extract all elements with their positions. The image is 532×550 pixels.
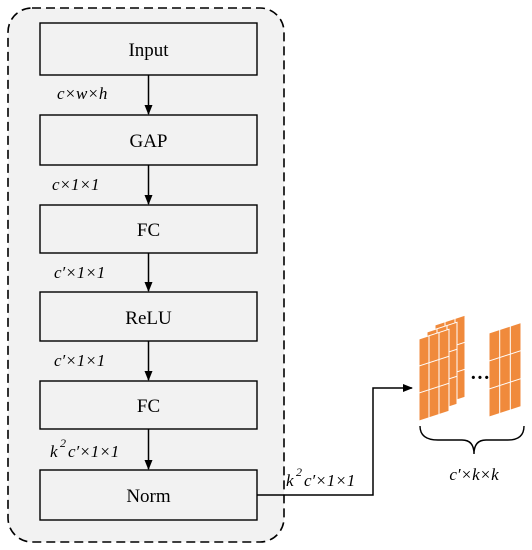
kernel-stack-left <box>418 314 466 422</box>
fc2-block-label: FC <box>137 396 160 417</box>
label-fc1-relu: c′×1×1 <box>54 263 105 282</box>
label-fc2-norm-rest: c′×1×1 <box>68 442 119 461</box>
label-norm-output-k: k <box>286 471 294 490</box>
label-norm-output-rest: c′×1×1 <box>304 471 355 490</box>
input-block-label: Input <box>128 40 169 61</box>
module-container <box>7 7 285 543</box>
arrow-norm-output <box>257 384 413 496</box>
label-norm-output-sup: 2 <box>296 465 302 479</box>
label-fc2-norm-k: k <box>50 442 58 461</box>
fc1-block-label: FC <box>137 220 160 241</box>
kernel-dimension-label: c′×k×k <box>449 465 499 484</box>
label-gap-fc1: c×1×1 <box>52 175 100 194</box>
input-block: Input <box>39 22 258 76</box>
label-norm-output: k 2 c′×1×1 <box>286 465 355 490</box>
kernel-brace <box>419 425 525 455</box>
label-relu-fc2: c′×1×1 <box>54 351 105 370</box>
gap-block-label: GAP <box>129 131 167 152</box>
kernel-ellipsis: ··· <box>470 367 490 389</box>
label-fc2-norm-sup: 2 <box>60 436 66 450</box>
norm-block-label: Norm <box>126 486 171 507</box>
kernel-stack-right <box>488 321 522 418</box>
fc2-block: FC <box>39 380 258 430</box>
norm-block: Norm <box>39 469 258 521</box>
relu-block: ReLU <box>39 291 258 342</box>
relu-block-label: ReLU <box>125 308 172 329</box>
label-fc2-norm: k 2 c′×1×1 <box>50 436 119 461</box>
fc1-block: FC <box>39 204 258 254</box>
gap-block: GAP <box>39 114 258 166</box>
label-input-gap: c×w×h <box>57 84 107 103</box>
